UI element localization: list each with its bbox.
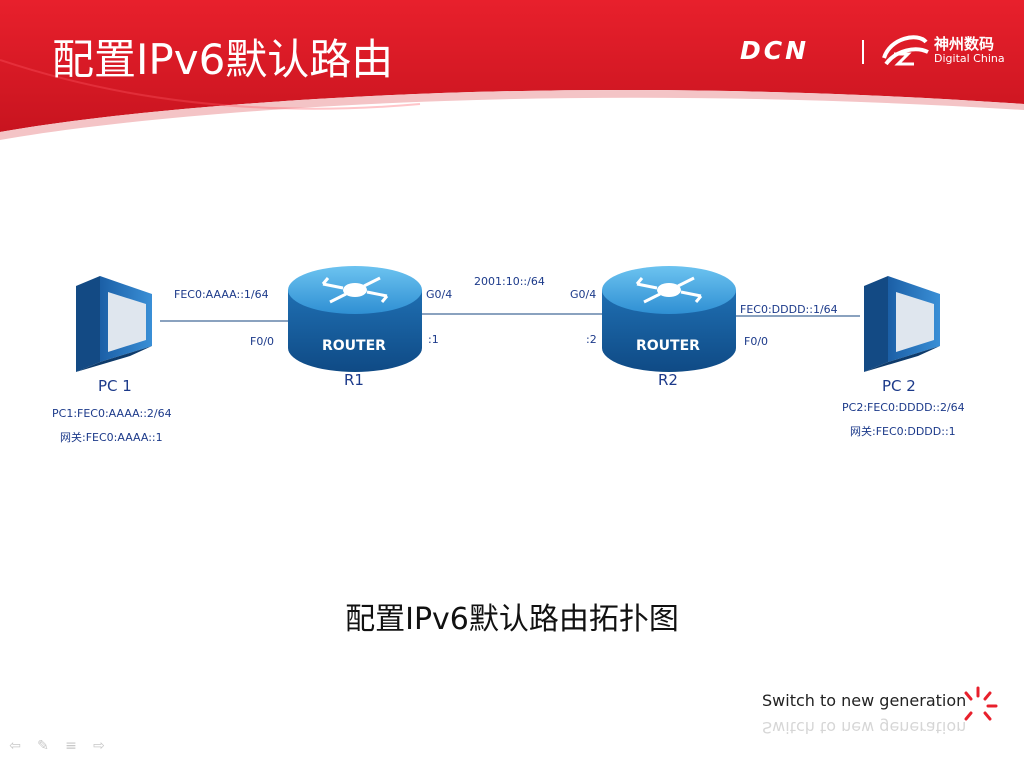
brand-name-cn: 神州数码	[934, 35, 995, 53]
pc1-gateway: 网关:FEC0:AAAA::1	[60, 431, 163, 444]
slide-header: 配置IPv6默认路由 DCN 神州数码 Digital China	[0, 0, 1024, 140]
slide-menu-button[interactable]: ≡	[65, 738, 77, 754]
pen-tool-button[interactable]: ✎	[37, 738, 49, 754]
brand-name-en: Digital China	[934, 52, 1005, 65]
topology-graphic	[76, 266, 940, 372]
dcn-logo: DCN	[740, 36, 810, 65]
label-r2-link: FEC0:DDDD::1/64	[740, 303, 838, 316]
slogan: Switch to new generation	[762, 691, 967, 710]
slide-title: 配置IPv6默认路由	[52, 35, 394, 84]
slide-nav: ⇦ ✎ ≡ ⇨	[6, 738, 108, 754]
device-name-pc1: PC 1	[98, 377, 132, 395]
prev-slide-button[interactable]: ⇦	[9, 738, 21, 754]
label-mid-net: 2001:10::/64	[474, 275, 545, 288]
sunburst-icon	[964, 686, 998, 721]
digital-china-logo-icon	[882, 35, 929, 66]
label-r1-addr: :1	[428, 333, 439, 346]
topology-diagram: ROUTER ROUTER FEC0:AAAA::1/64 F0/0 G0/4 …	[30, 244, 1024, 464]
next-slide-button[interactable]: ⇨	[93, 738, 105, 754]
pc1-icon	[76, 276, 152, 372]
device-name-r1: R1	[344, 371, 364, 389]
label-pc1-link: FEC0:AAAA::1/64	[174, 288, 269, 301]
pc2-icon	[864, 276, 940, 372]
device-name-pc2: PC 2	[882, 377, 916, 395]
pc2-gateway: 网关:FEC0:DDDD::1	[850, 425, 956, 438]
header-swoosh	[0, 0, 1024, 140]
router-r1-icon	[288, 266, 422, 372]
label-r1-g04: G0/4	[426, 288, 453, 301]
brand-divider	[862, 40, 864, 64]
device-name-r2: R2	[658, 371, 678, 389]
slogan-reflection: Switch to new generation	[762, 718, 967, 737]
router-r1-text: ROUTER	[322, 338, 386, 354]
router-r2-text: ROUTER	[636, 338, 700, 354]
label-r2-g04: G0/4	[570, 288, 597, 301]
diagram-caption: 配置IPv6默认路由拓扑图	[345, 602, 679, 637]
pc2-ip: PC2:FEC0:DDDD::2/64	[842, 401, 965, 414]
label-r2-addr: :2	[586, 333, 597, 346]
label-r1-f00: F0/0	[250, 335, 275, 348]
pc1-ip: PC1:FEC0:AAAA::2/64	[52, 407, 172, 420]
router-r2-icon	[602, 266, 736, 372]
label-r2-f00: F0/0	[744, 335, 769, 348]
